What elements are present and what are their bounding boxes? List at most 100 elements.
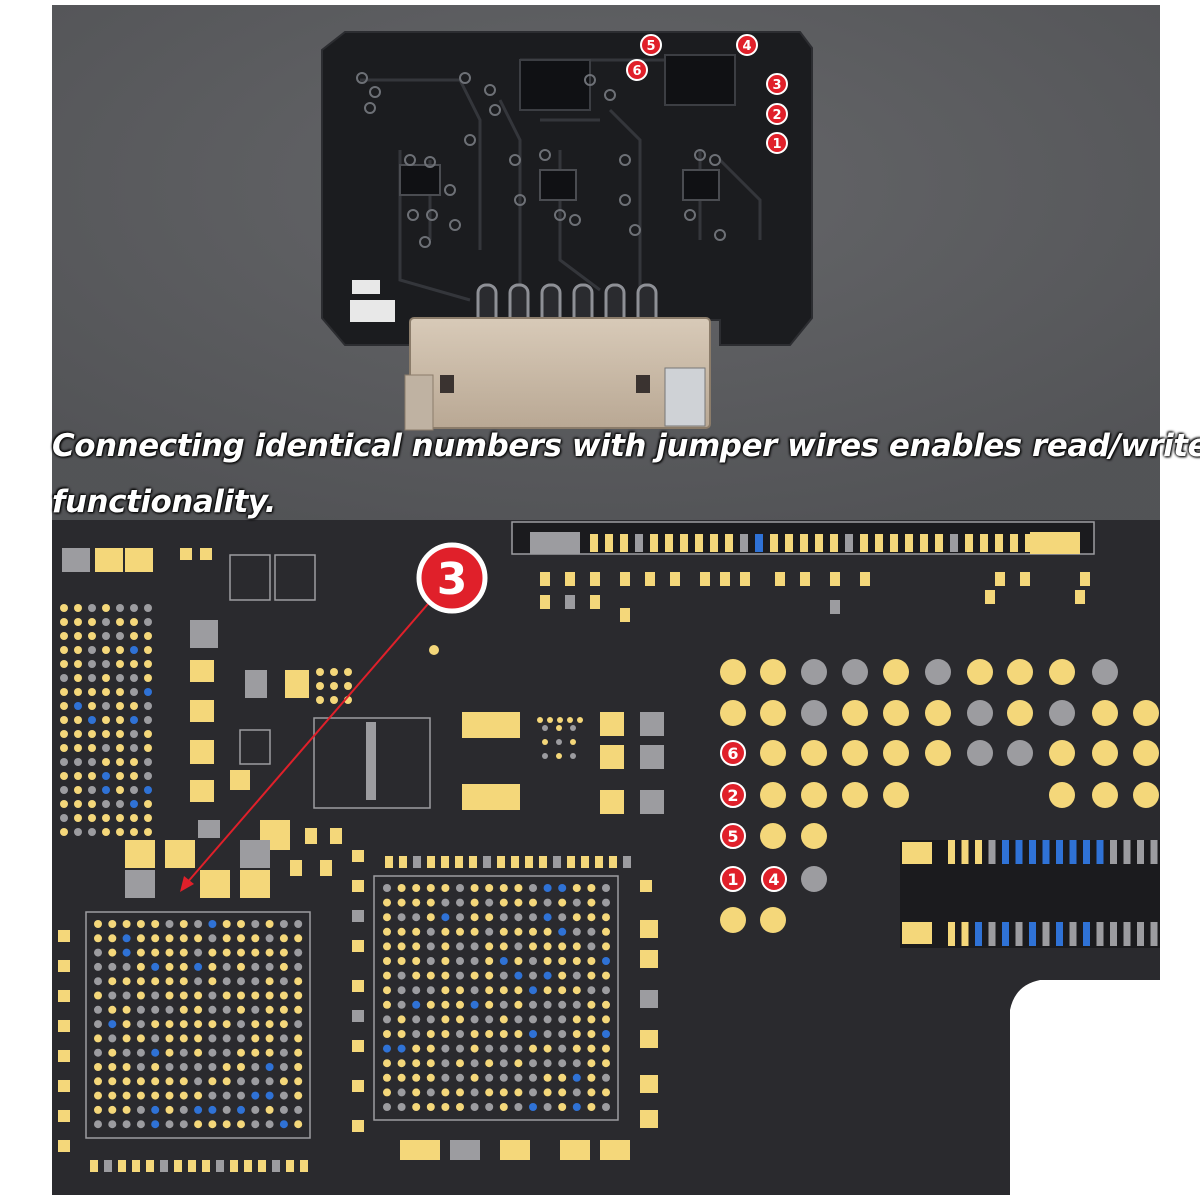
bga-ball — [122, 1005, 131, 1014]
bga-ball — [88, 604, 96, 612]
test-point — [842, 740, 868, 766]
bga-ball — [237, 991, 245, 1000]
bga-ball — [208, 977, 217, 986]
bga-ball — [383, 1088, 391, 1097]
bga-ball — [265, 1077, 274, 1086]
bga-ball — [572, 1088, 581, 1097]
bga-ball — [397, 1059, 406, 1068]
component-pad — [58, 960, 70, 972]
bga-ball — [602, 1044, 610, 1053]
bga-ball — [222, 1034, 231, 1043]
component-pad — [352, 940, 364, 952]
component-pad — [720, 572, 730, 586]
bga-ball — [470, 884, 479, 892]
bga-ball — [74, 646, 82, 654]
bga-ball — [237, 1048, 245, 1057]
bga-ball — [265, 977, 274, 986]
bga-ball — [251, 1105, 260, 1114]
test-point — [842, 782, 868, 808]
board-vias — [356, 72, 726, 248]
bga-ball — [441, 913, 450, 922]
bga-ball — [485, 1088, 494, 1097]
test-point — [720, 700, 746, 726]
chip-right — [664, 54, 736, 106]
bga-ball — [602, 971, 610, 980]
component-pad — [305, 828, 317, 844]
component-pad — [800, 572, 810, 586]
test-point — [1007, 740, 1033, 766]
component-pad — [146, 1160, 154, 1172]
test-point — [883, 700, 909, 726]
bga-ball — [456, 1088, 464, 1097]
bga-ball — [426, 942, 435, 951]
right-connector-pin — [1096, 922, 1104, 946]
bga-ball — [412, 1044, 421, 1053]
bga-ball — [194, 1077, 203, 1086]
bga-ball — [222, 1091, 231, 1100]
right-connector-pin — [1137, 922, 1144, 946]
bga-ball — [116, 828, 124, 836]
bga-ball — [279, 991, 288, 1000]
component-pad — [330, 828, 342, 844]
bga-ball — [144, 744, 152, 752]
bga-ball — [426, 898, 435, 907]
bga-ball — [485, 986, 494, 995]
caption-line-2: functionality. — [52, 484, 276, 520]
bga-ball — [179, 1105, 188, 1114]
test-point — [967, 740, 993, 766]
bga-ball — [587, 898, 596, 907]
bga-ball — [60, 786, 68, 794]
bga-ball — [136, 948, 145, 957]
bga-ball — [222, 1077, 231, 1086]
component-dot — [429, 645, 439, 655]
fpc-pad — [980, 534, 988, 552]
right-connector-pin — [975, 922, 982, 946]
bga-ball — [130, 604, 138, 612]
bga-ball — [587, 1059, 596, 1068]
bga-ball — [397, 884, 406, 892]
bga-ball — [102, 702, 110, 710]
bga-ball — [237, 920, 245, 928]
bga-ball — [572, 1059, 581, 1068]
component-pad — [58, 1080, 70, 1092]
component-pad — [600, 790, 624, 814]
right-connector-pin — [1029, 922, 1036, 946]
pad-large-1 — [462, 712, 520, 738]
component-pad — [58, 1020, 70, 1032]
component-pad — [125, 840, 155, 868]
right-connector-pin — [975, 840, 982, 864]
component-pad — [118, 1160, 126, 1172]
component-pad — [623, 856, 631, 868]
bga-ball — [529, 913, 537, 922]
bga-ball — [102, 646, 110, 654]
bga-ball — [397, 927, 406, 936]
right-connector-pin — [1002, 840, 1009, 864]
bga-ball — [397, 1103, 406, 1111]
bga-ball — [397, 913, 406, 922]
component-pad — [300, 1160, 308, 1172]
bga-ball — [108, 1105, 117, 1114]
bga-ball — [74, 632, 82, 640]
bga-ball — [456, 898, 464, 907]
bga-ball — [499, 942, 508, 951]
schematic-marker-5: 5 — [720, 823, 746, 849]
bga-ball — [485, 1059, 494, 1068]
component-pad — [590, 572, 600, 586]
bga-ball — [102, 828, 110, 836]
right-connector-pin — [988, 922, 996, 946]
bga-ball — [279, 1091, 288, 1100]
schematic-marker-4: 4 — [761, 866, 787, 892]
bga-ball — [60, 660, 68, 668]
component-pad — [58, 990, 70, 1002]
bga-ball — [74, 688, 82, 696]
bga-ball — [514, 1073, 523, 1082]
bga-ball — [499, 957, 508, 965]
svg-text:4: 4 — [742, 39, 751, 54]
bga-ball — [251, 1063, 260, 1071]
bga-ball — [144, 828, 152, 836]
component-pad — [995, 572, 1005, 586]
bga-ball — [94, 934, 102, 943]
bga-ball — [194, 991, 203, 1000]
bga-ball — [60, 674, 68, 682]
bga-ball — [151, 1063, 160, 1071]
